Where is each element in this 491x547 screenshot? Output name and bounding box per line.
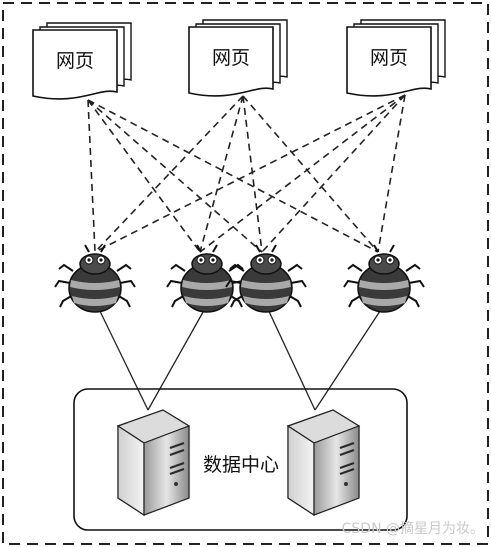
page-label: 网页 [212, 47, 250, 69]
spider-3-bug-icon [225, 244, 307, 313]
web-page-3: 网页 [346, 19, 446, 97]
watermark: CSDN @摘星月为妆。 [342, 520, 484, 537]
web-page-1: 网页 [32, 22, 132, 100]
spider-4-bug-icon [343, 244, 425, 313]
spider-server-links [96, 304, 385, 411]
data-center: 数据中心 [73, 388, 408, 531]
server-2-server-icon [286, 409, 361, 517]
server-1-server-icon [116, 409, 191, 517]
spider-1-bug-icon [54, 244, 136, 313]
data-center-label: 数据中心 [203, 454, 279, 476]
page-label: 网页 [56, 50, 94, 72]
data-center-box [73, 388, 408, 531]
page-spider-links [87, 94, 406, 253]
web-page-2: 网页 [188, 19, 288, 97]
spider-2-bug-icon [166, 244, 248, 313]
page-label: 网页 [370, 47, 408, 69]
